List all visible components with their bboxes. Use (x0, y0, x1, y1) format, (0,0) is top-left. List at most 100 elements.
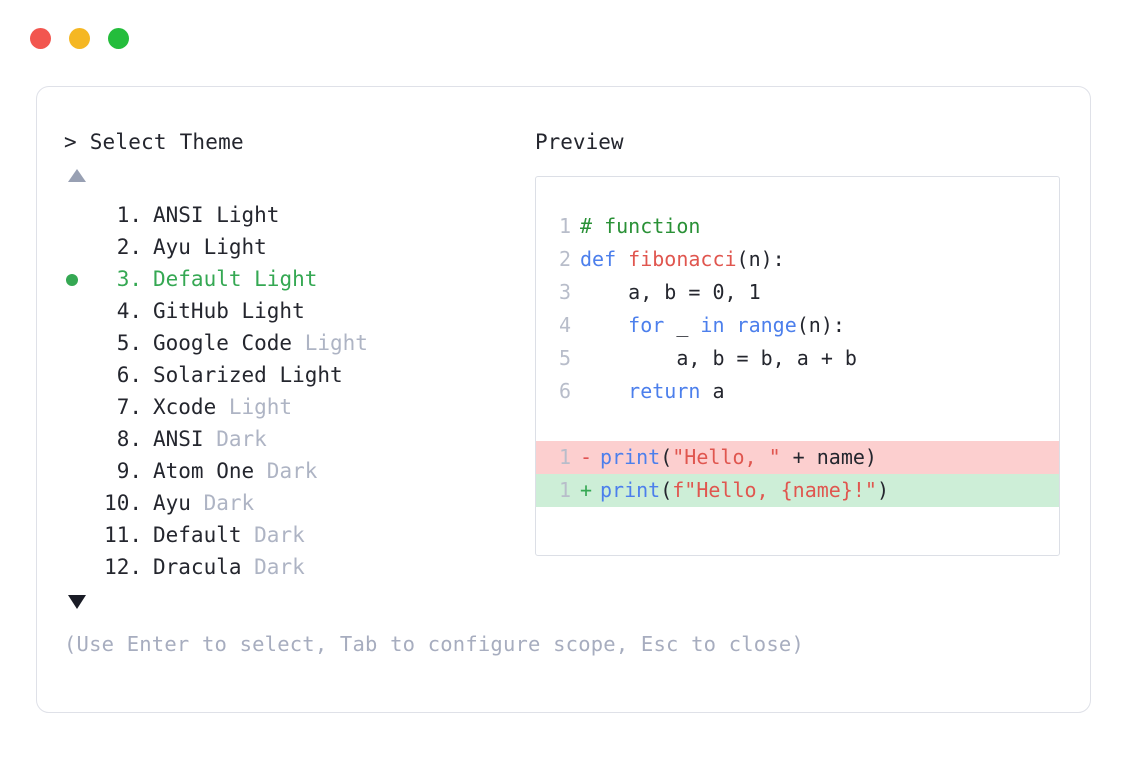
code-token (580, 379, 628, 403)
code-line-content: print("Hello, " + name) (600, 441, 877, 474)
theme-item-variant: Dark (254, 459, 318, 483)
theme-list-item[interactable]: 8.ANSI Dark (64, 423, 524, 455)
theme-list-item[interactable]: 5.Google Code Light (64, 327, 524, 359)
diff-block: 1-print("Hello, " + name)1+print(f"Hello… (536, 441, 1059, 507)
code-token: _ (664, 313, 701, 337)
theme-item-index: 2. (116, 235, 142, 259)
theme-item-index: 12. (104, 555, 142, 579)
code-line-content: # function (580, 210, 700, 243)
keyboard-hint: (Use Enter to select, Tab to configure s… (64, 632, 804, 656)
window-traffic-lights (30, 28, 129, 49)
line-number: 1 (558, 214, 571, 238)
line-number: 1 (558, 445, 571, 469)
theme-list-item[interactable]: 1. ANSI Light (64, 199, 524, 231)
diff-removed-line: 1-print("Hello, " + name) (536, 441, 1059, 474)
code-token: return (628, 379, 701, 403)
code-token: f"Hello, {name}!" (672, 478, 877, 502)
code-token: ( (660, 445, 673, 469)
code-line: 5 a, b = b, a + b (536, 342, 1059, 375)
theme-item-name: Default (153, 267, 242, 291)
selected-bullet-cell (64, 360, 94, 392)
close-window-button[interactable] (30, 28, 51, 49)
theme-list-item[interactable]: 7. Xcode Light (64, 391, 524, 423)
selected-bullet-cell (64, 392, 94, 424)
code-token: "Hello, " (672, 445, 781, 469)
preview-title: Preview (535, 130, 624, 154)
theme-list-item[interactable]: 9.Atom One Dark (64, 455, 524, 487)
code-line-content: a, b = b, a + b (580, 342, 857, 375)
theme-item-name: ANSI (153, 427, 204, 451)
theme-item-variant: Light (228, 299, 305, 323)
theme-item-index: 7. (116, 395, 142, 419)
code-token: in range (700, 313, 797, 337)
code-line-content: return a (580, 375, 725, 408)
code-token: ( (660, 478, 673, 502)
selected-bullet-cell (64, 296, 94, 328)
code-token: a (700, 379, 725, 403)
theme-item-variant: Light (216, 395, 293, 419)
theme-item-variant: Light (203, 203, 280, 227)
theme-item-variant: Dark (190, 491, 255, 515)
code-token: def (580, 247, 629, 271)
theme-item-name: Dracula (153, 555, 242, 579)
theme-list-item[interactable]: 11.Default Dark (64, 519, 524, 551)
theme-list-item[interactable]: 6.Solarized Light (64, 359, 524, 391)
maximize-window-button[interactable] (108, 28, 129, 49)
theme-item-index: 10. (104, 491, 142, 515)
line-number: 4 (558, 313, 571, 337)
selected-bullet-cell (64, 264, 94, 296)
theme-list-item[interactable]: 12. Dracula Dark (64, 551, 524, 583)
theme-list-item[interactable]: 4.GitHub Light (64, 295, 524, 327)
theme-item-variant: Light (190, 235, 267, 259)
theme-item-name: Atom One (153, 459, 255, 483)
diff-added-line: 1+print(f"Hello, {name}!") (536, 474, 1059, 507)
theme-item-name: ANSI (153, 203, 204, 227)
theme-item-index: 6. (116, 363, 142, 387)
code-line: 4 for _ in range(n): (536, 309, 1059, 342)
selected-bullet-icon (66, 274, 78, 286)
selected-bullet-cell (64, 328, 94, 360)
code-line: 6 return a (536, 375, 1059, 408)
theme-item-index: 1. (116, 203, 142, 227)
code-token: + name) (780, 445, 877, 469)
selected-bullet-cell (64, 488, 94, 520)
theme-list-item[interactable]: 3. Default Light (64, 263, 524, 295)
selected-bullet-cell (64, 424, 94, 456)
theme-item-name: Xcode (153, 395, 217, 419)
select-theme-header: > Select Theme (64, 132, 524, 153)
triangle-up-icon[interactable] (68, 169, 86, 182)
code-token: fibonacci (628, 247, 737, 271)
selected-bullet-cell (64, 200, 94, 232)
theme-item-name: Solarized (153, 363, 267, 387)
prompt-symbol: > (64, 130, 77, 154)
theme-list-item[interactable]: 10.Ayu Dark (64, 487, 524, 519)
diff-sign: + (580, 478, 593, 502)
triangle-down-icon[interactable] (68, 595, 86, 609)
code-token: a, b = 0, 1 (580, 280, 761, 304)
theme-item-variant: Light (292, 331, 368, 355)
theme-item-name: Ayu (153, 235, 191, 259)
theme-list-item[interactable]: 2. Ayu Light (64, 231, 524, 263)
theme-item-index: 3. (116, 267, 142, 291)
minimize-window-button[interactable] (69, 28, 90, 49)
theme-item-variant: Light (241, 267, 318, 291)
code-token (580, 313, 628, 337)
selected-bullet-cell (64, 456, 94, 488)
diff-sign: - (580, 445, 593, 469)
code-token: (n): (736, 247, 785, 271)
theme-item-index: 4. (116, 299, 142, 323)
selected-bullet-cell (64, 552, 94, 584)
code-token: (n): (796, 313, 845, 337)
code-token: print (600, 478, 661, 502)
theme-item-variant: Dark (241, 555, 305, 579)
code-token: # function (580, 214, 701, 238)
code-line: 3 a, b = 0, 1 (536, 276, 1059, 309)
